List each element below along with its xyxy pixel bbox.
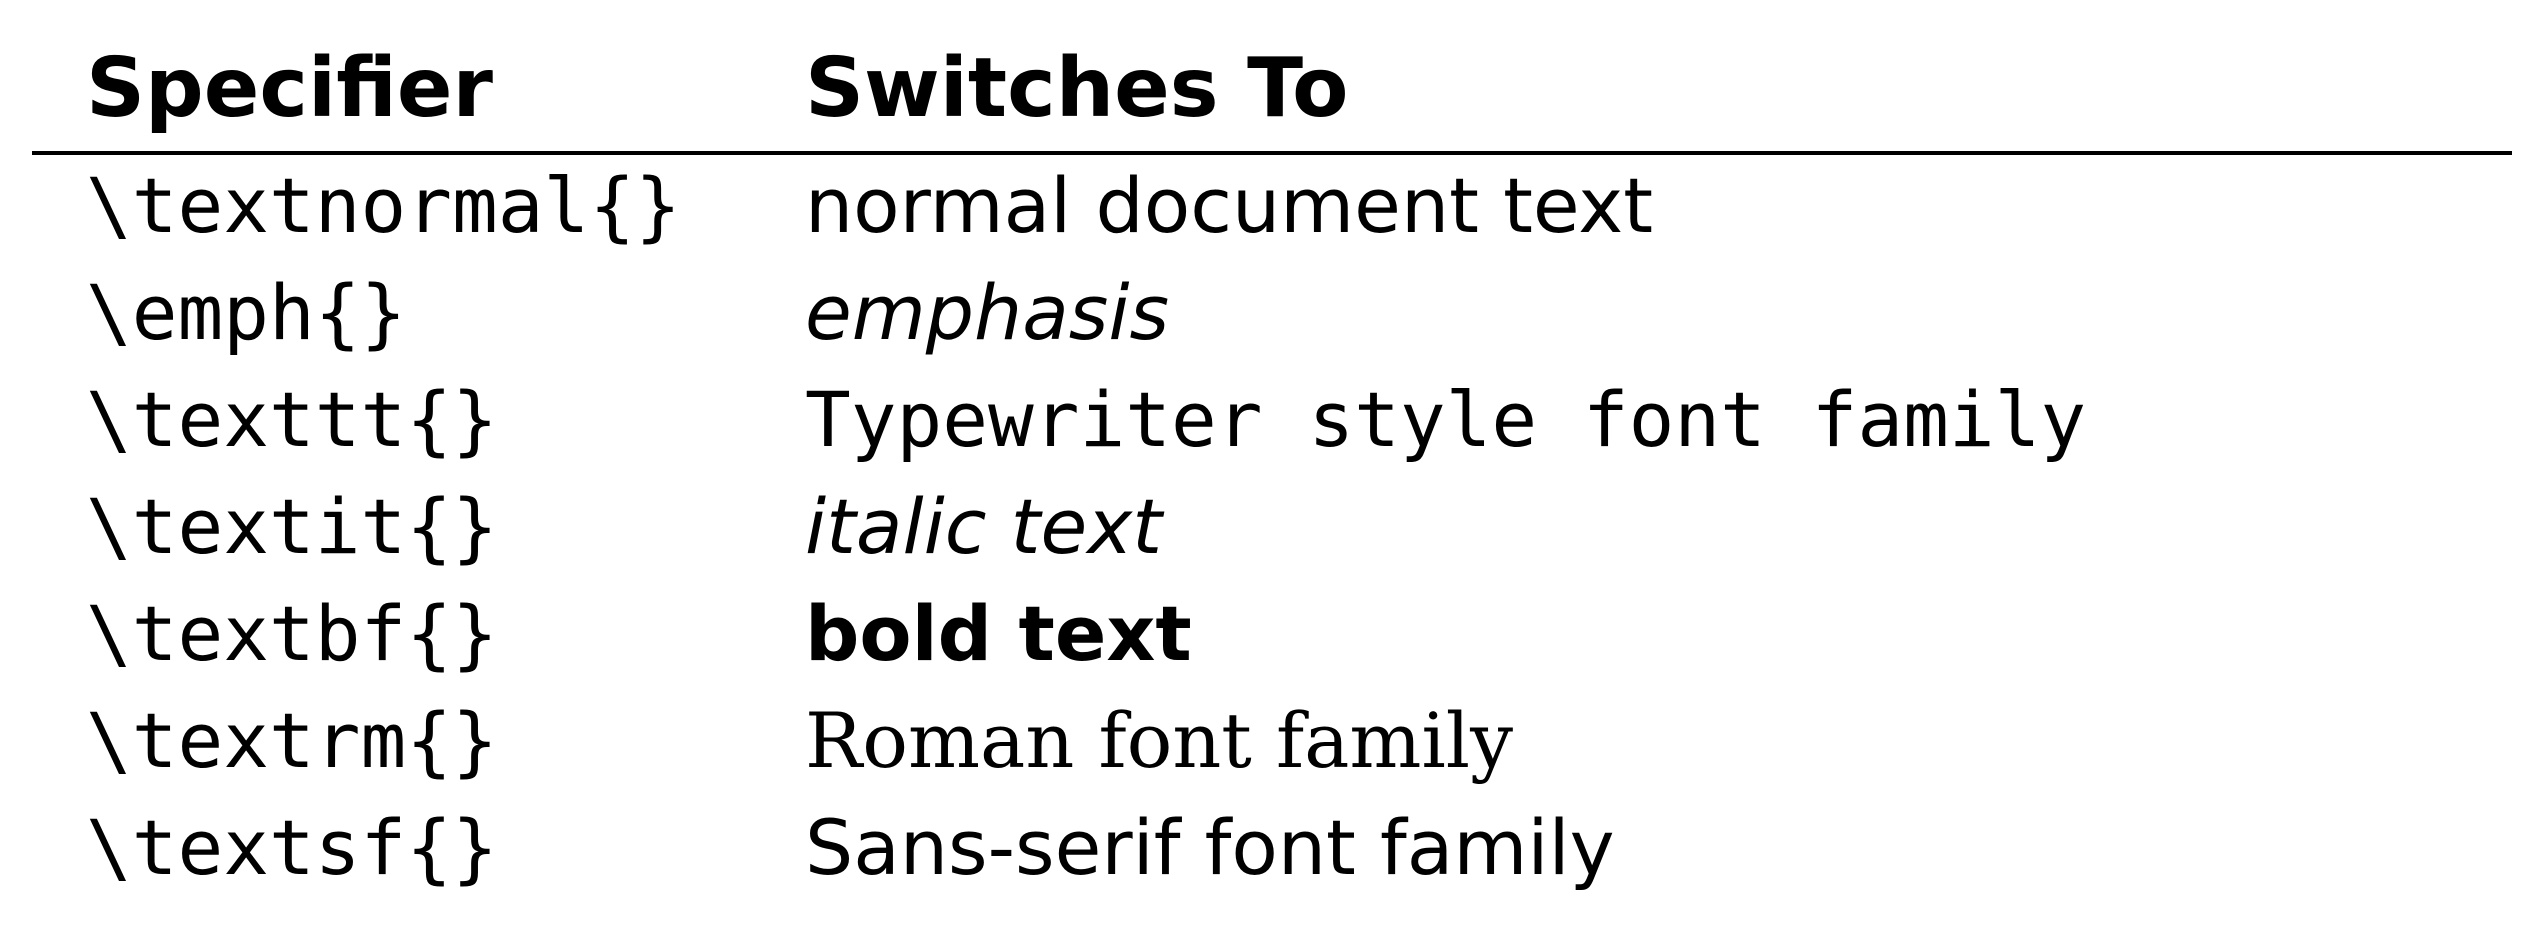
switches-to-cell: italic text xyxy=(805,482,1162,571)
header-rule xyxy=(32,151,2512,155)
table-row: \texttt{} Typewriter style font family xyxy=(0,374,2542,481)
switches-to-cell: normal document text xyxy=(805,161,1654,250)
specifier-cell: \textsf{} xyxy=(86,803,498,892)
header-switches-to: Switches To xyxy=(805,41,1349,136)
specifier-cell: \textrm{} xyxy=(86,696,498,785)
specifier-cell: \textnormal{} xyxy=(86,161,681,250)
specifier-cell: \emph{} xyxy=(86,268,407,357)
table-row: \textit{} italic text xyxy=(0,481,2542,588)
switches-to-cell: bold text xyxy=(805,589,1192,678)
specifier-cell: \textbf{} xyxy=(86,589,498,678)
table-row: \emph{} emphasis xyxy=(0,267,2542,374)
switches-to-cell: Sans-serif font family xyxy=(805,803,1615,892)
table-row: \textnormal{} normal document text xyxy=(0,160,2542,267)
specifier-cell: \textit{} xyxy=(86,482,498,571)
switches-to-cell: Typewriter style font family xyxy=(805,375,2087,464)
table-row: \textbf{} bold text xyxy=(0,588,2542,695)
specifier-cell: \texttt{} xyxy=(86,375,498,464)
table-row: \textsf{} Sans-serif font family xyxy=(0,802,2542,909)
switches-to-cell: Roman font family xyxy=(805,696,1514,785)
table-row: \textrm{} Roman font family xyxy=(0,695,2542,802)
header-specifier: Specifier xyxy=(86,41,493,136)
switches-to-cell: emphasis xyxy=(805,268,1170,357)
table-header-row: Specifier Switches To xyxy=(0,0,2542,150)
